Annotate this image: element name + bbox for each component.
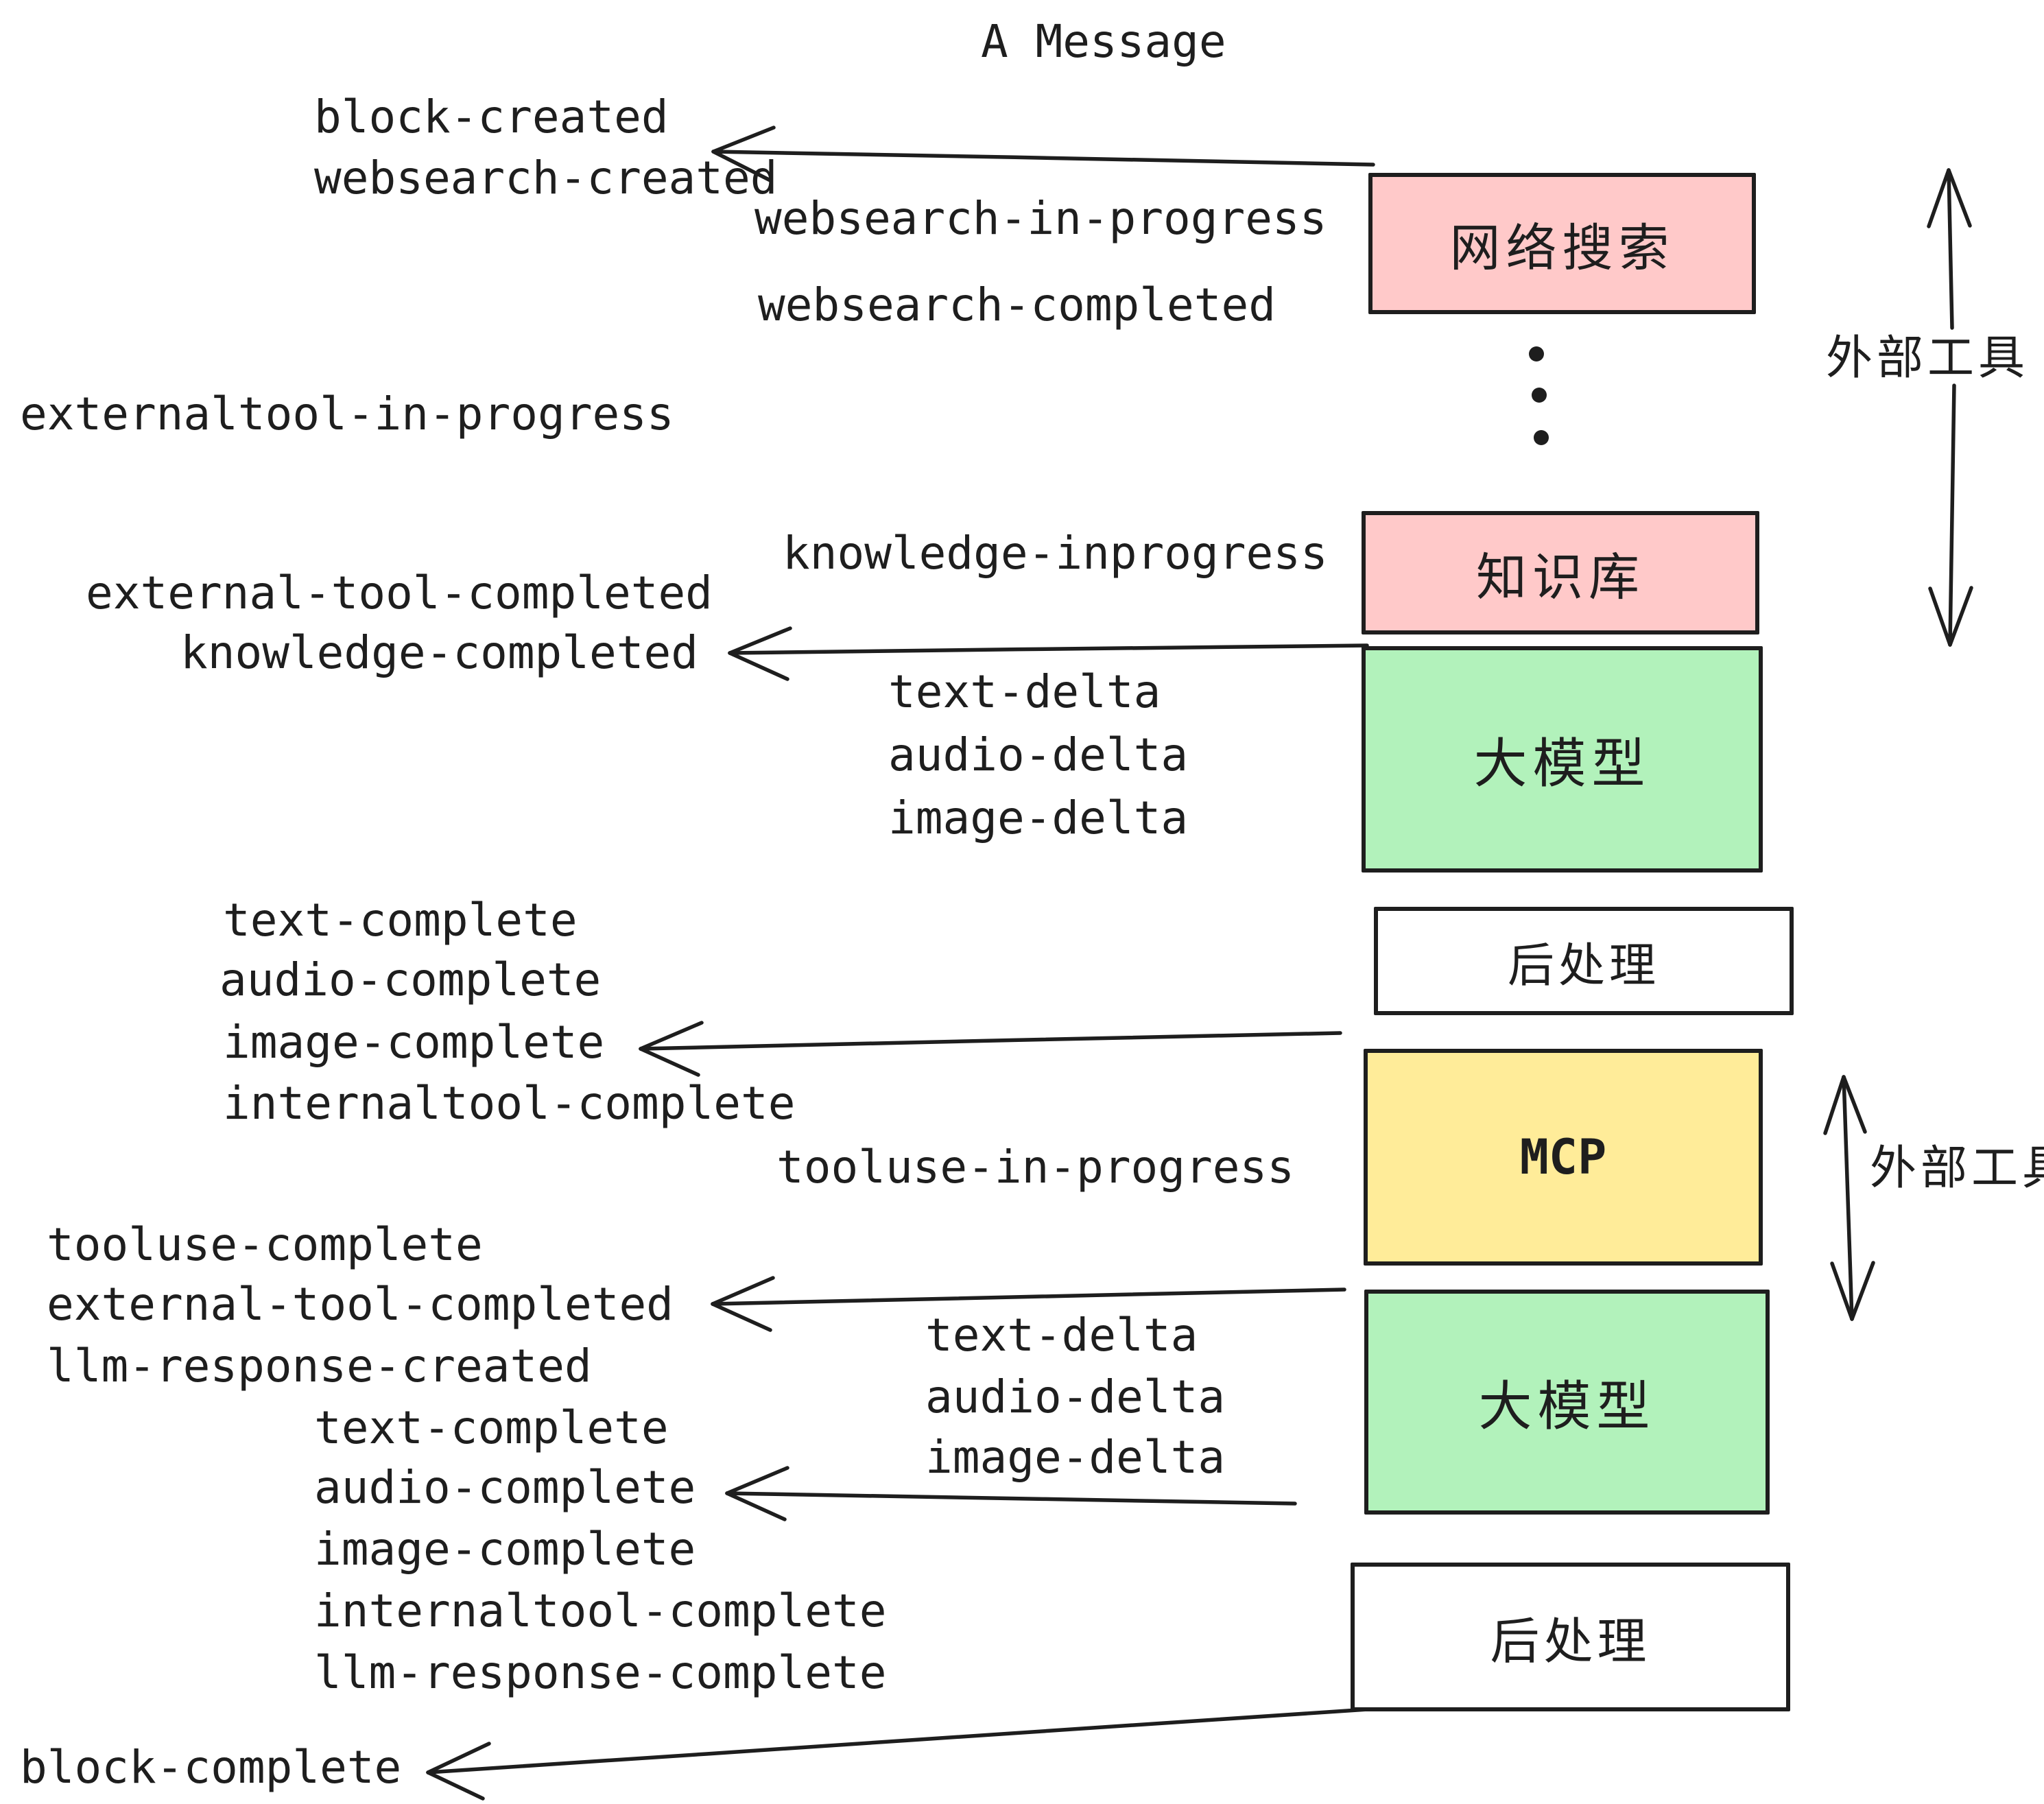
box-llm-2-label: 大模型 <box>1478 1376 1656 1438</box>
event-internaltool-complete-1: internaltool-complete <box>223 1077 796 1130</box>
event-websearch-created: websearch-created <box>314 152 778 204</box>
ellipsis-dots-icon <box>1529 346 1549 445</box>
box-llm-1-label: 大模型 <box>1473 733 1651 795</box>
arrow-to-image-complete-icon <box>639 1021 1342 1077</box>
box-web-search-label: 网络搜索 <box>1449 218 1675 278</box>
event-image-complete-2: image-complete <box>314 1523 696 1576</box>
event-text-complete-2: text-complete <box>314 1401 669 1454</box>
event-block-complete: block-complete <box>20 1741 402 1794</box>
box-mcp: MCP <box>1364 1049 1763 1266</box>
arrow-to-websearch-created-icon <box>711 126 1375 182</box>
external-tools-mid-range-arrow-icon <box>1823 1075 1875 1321</box>
box-knowledge-base-label: 知识库 <box>1476 547 1645 607</box>
box-post-process-1-label: 后处理 <box>1507 938 1660 993</box>
event-knowledge-inprogress: knowledge-inprogress <box>783 527 1328 580</box>
box-post-process-2-label: 后处理 <box>1490 1613 1651 1670</box>
box-post-process-2: 后处理 <box>1351 1563 1790 1711</box>
box-knowledge-base: 知识库 <box>1362 511 1759 634</box>
box-llm-2: 大模型 <box>1364 1290 1770 1515</box>
event-audio-delta-2: audio-delta <box>925 1370 1226 1423</box>
event-text-complete-1: text-complete <box>223 894 578 947</box>
event-audio-delta-1: audio-delta <box>888 728 1189 781</box>
box-web-search: 网络搜索 <box>1368 173 1756 314</box>
box-mcp-label: MCP <box>1519 1129 1607 1185</box>
event-websearch-completed: websearch-completed <box>758 278 1276 331</box>
external-tools-top-range-arrow-icon <box>1927 168 1973 647</box>
external-tools-label-top: 外部工具 <box>1826 331 2030 385</box>
event-audio-complete-2: audio-complete <box>314 1461 696 1514</box>
event-image-complete-1: image-complete <box>223 1016 605 1069</box>
event-tooluse-complete: tooluse-complete <box>47 1218 483 1271</box>
event-tooluse-in-progress: tooluse-in-progress <box>776 1141 1294 1194</box>
event-llm-response-created: llm-response-created <box>47 1340 592 1392</box>
event-external-tool-completed-1: external-tool-completed <box>86 567 713 619</box>
event-llm-response-complete: llm-response-complete <box>314 1646 887 1699</box>
event-audio-complete-1: audio-complete <box>219 953 602 1006</box>
external-tools-label-mid: 外部工具 <box>1870 1141 2044 1196</box>
event-image-delta-2: image-delta <box>925 1431 1226 1484</box>
event-internaltool-complete-2: internaltool-complete <box>314 1585 887 1637</box>
event-text-delta-1: text-delta <box>888 665 1161 718</box>
event-websearch-in-progress: websearch-in-progress <box>754 192 1327 245</box>
event-block-created: block-created <box>314 91 669 143</box>
box-post-process-1: 后处理 <box>1374 907 1794 1015</box>
arrow-to-block-complete-icon <box>426 1707 1370 1801</box>
event-image-delta-1: image-delta <box>888 792 1189 844</box>
event-knowledge-completed: knowledge-completed <box>180 626 698 679</box>
event-externaltool-in-progress: externaltool-in-progress <box>20 388 674 440</box>
event-external-tool-completed-2: external-tool-completed <box>47 1278 674 1331</box>
diagram-title: A Message <box>981 15 1226 68</box>
event-text-delta-2: text-delta <box>925 1309 1198 1362</box>
box-llm-1: 大模型 <box>1362 646 1763 873</box>
